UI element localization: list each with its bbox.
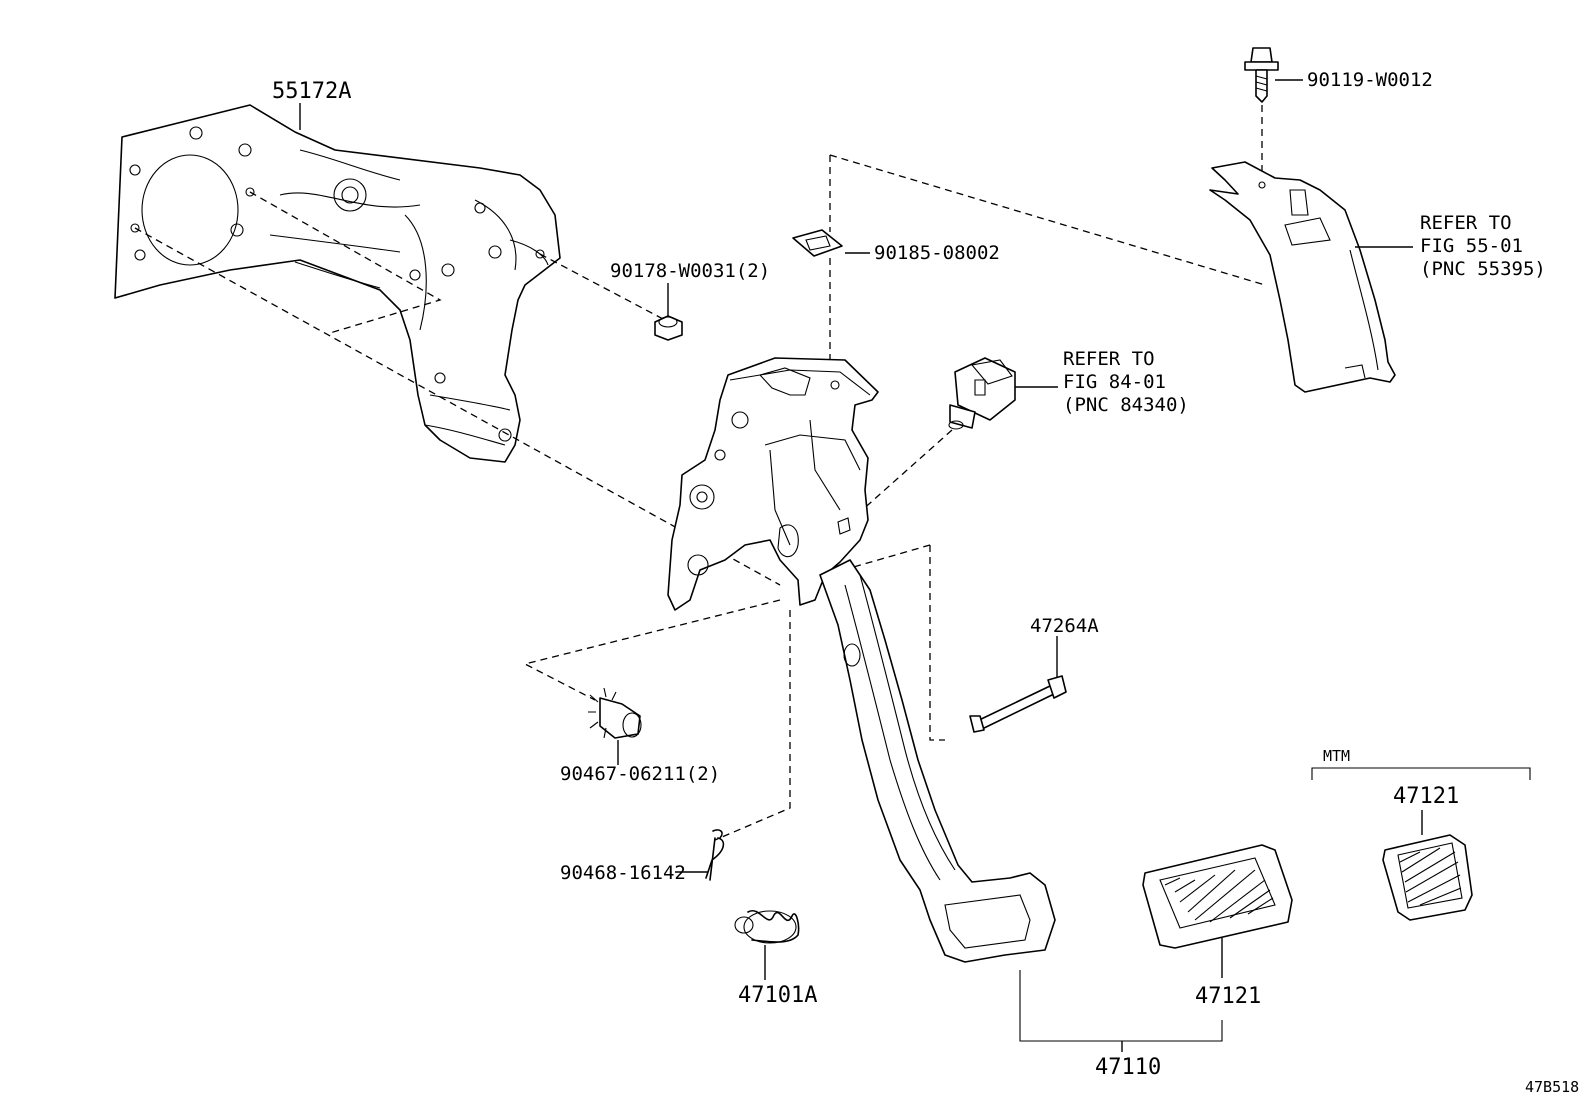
refer55-line3: (PNC 55395) [1420, 258, 1546, 280]
label-90178: 90178-W0031(2) [610, 260, 770, 282]
pedal-pad-47121-mtm-drawing [1382, 834, 1473, 921]
dash-switch [859, 429, 953, 513]
nut-90185-drawing [792, 229, 843, 257]
label-90468: 90468-16142 [560, 862, 686, 884]
label-47110: 47110 [1095, 1055, 1161, 1080]
label-90185: 90185-08002 [874, 242, 1000, 264]
dash-clip-90468 [714, 610, 791, 841]
refer84-line2: FIG 84-01 [1063, 371, 1166, 393]
bracket-55172A-drawing [114, 104, 561, 463]
refer84-line1: REFER TO [1063, 348, 1155, 370]
bolt-47264A-drawing [969, 675, 1067, 733]
dash-pedal-pivot-1 [849, 544, 931, 569]
label-55172A: 55172A [272, 79, 351, 104]
assembly-bracket-47110 [1019, 970, 1223, 1042]
pedal-bracket-drawing [667, 357, 879, 611]
dash-bracket-2 [249, 191, 442, 334]
pedal-pad-47121-drawing [1142, 844, 1293, 949]
stop-switch-84340-drawing [948, 357, 1016, 430]
label-47101A: 47101A [738, 983, 817, 1008]
label-mtm: MTM [1323, 747, 1350, 765]
mtm-bracket-line [1311, 767, 1531, 780]
bushing-90467-drawing [588, 687, 642, 739]
label-47264A: 47264A [1030, 615, 1099, 637]
spring-47101A-drawing [734, 909, 800, 944]
refer84-line3: (PNC 84340) [1063, 394, 1189, 416]
bushing-90178-drawing [654, 315, 683, 341]
label-47121: 47121 [1195, 984, 1261, 1009]
bracket-55395-drawing [1209, 161, 1396, 393]
figure-code: 47B518 [1525, 1078, 1579, 1096]
dash-to-refer55 [829, 154, 1266, 286]
dash-bracket-to-pedalbracket-1 [134, 227, 781, 586]
label-90119: 90119-W0012 [1307, 69, 1433, 91]
dash-bolt-47264 [929, 545, 945, 741]
refer55-line2: FIG 55-01 [1420, 235, 1523, 257]
bolt-90119-drawing [1244, 47, 1279, 103]
clip-90468-drawing [705, 829, 725, 881]
dash-bushing-90467 [523, 599, 781, 701]
pedal-arm-47110-drawing [819, 559, 1056, 963]
label-47121-mtm: 47121 [1393, 784, 1459, 809]
label-90467: 90467-06211(2) [560, 763, 720, 785]
refer55-line1: REFER TO [1420, 212, 1512, 234]
